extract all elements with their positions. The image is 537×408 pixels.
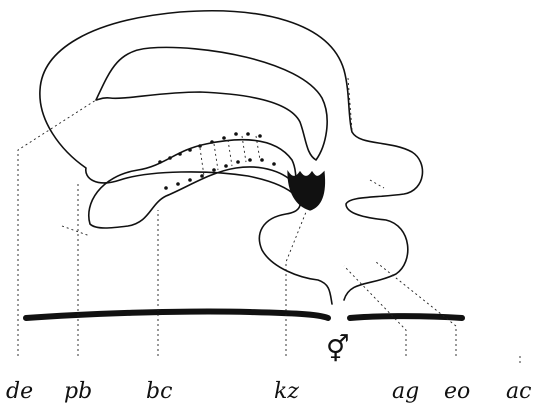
label-pb: pb [64, 379, 92, 404]
duct-hatching [199, 135, 261, 177]
label-kz: kz [274, 379, 299, 404]
leader-upper [347, 77, 353, 131]
label-bc: bc [146, 379, 172, 404]
body-wall-right [347, 313, 465, 321]
outer-organ-outline [39, 9, 424, 305]
leader-pb-2 [61, 225, 91, 237]
label-de: de [6, 379, 33, 404]
label-ac: ac [506, 379, 531, 404]
black-gland [287, 170, 326, 211]
body-wall-left [23, 308, 331, 321]
leader-ag [343, 265, 407, 356]
duct-dots [158, 132, 276, 190]
inner-loop-outline [95, 46, 328, 161]
lower-lobe-outline [88, 138, 297, 229]
leader-kz [285, 211, 307, 356]
hermaphrodite-symbol: ⚥ [326, 334, 349, 365]
leader-right-lobe [369, 179, 385, 189]
label-eo: eo [444, 379, 470, 404]
leader-de [17, 99, 97, 356]
leader-eo [375, 261, 457, 356]
label-ag: ag [392, 379, 419, 404]
